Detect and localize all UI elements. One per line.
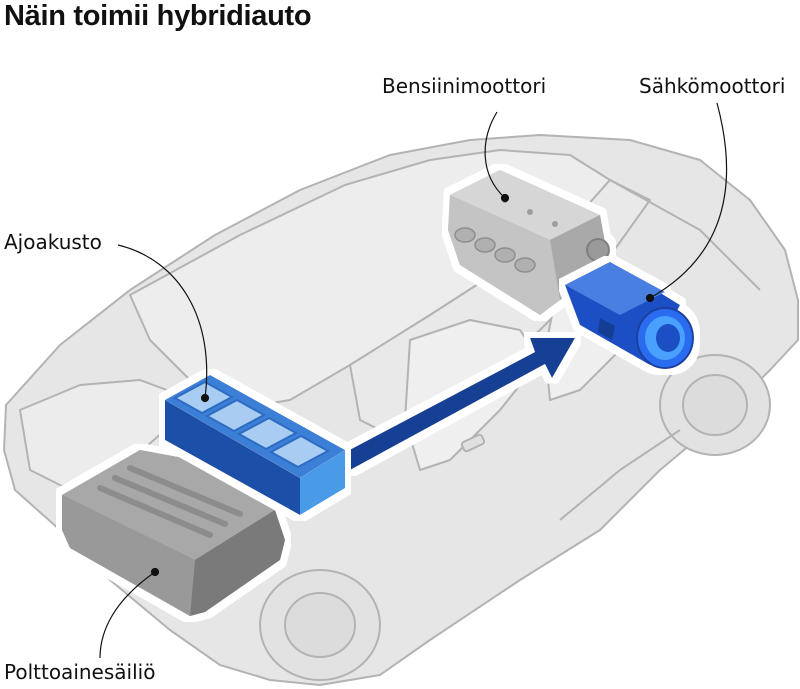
label-battery: Ajoakusto — [4, 230, 102, 254]
label-petrol-engine: Bensiinimoottori — [382, 74, 547, 98]
petrol-engine-icon — [448, 170, 610, 315]
label-fuel-tank: Polttoainesäiliö — [4, 660, 156, 684]
energy-flow-arrow-icon — [340, 338, 575, 470]
leader-lines — [99, 102, 728, 659]
page-title: Näin toimii hybridiauto — [4, 0, 312, 32]
car-outline-illustration — [3, 134, 799, 686]
electric-motor-icon — [565, 262, 694, 369]
battery-pack-icon — [165, 375, 345, 515]
label-electric-motor: Sähkömoottori — [639, 74, 786, 98]
fuel-tank-icon — [62, 450, 285, 616]
